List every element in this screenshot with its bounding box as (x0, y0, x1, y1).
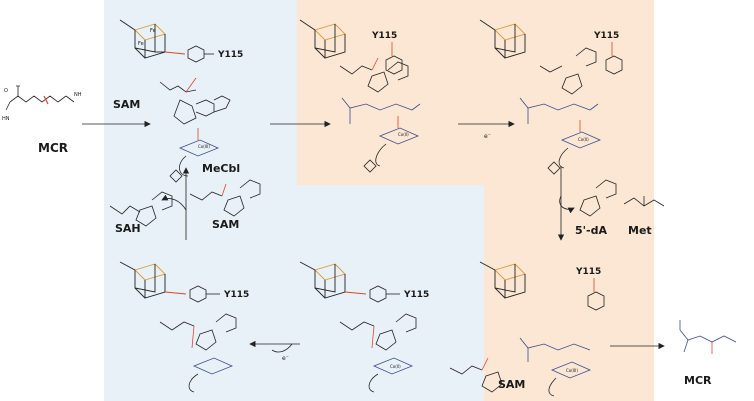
y115-label-6: Y115 (223, 290, 249, 300)
mcr-right-structure (679, 320, 737, 354)
fes-cluster-5 (299, 261, 367, 299)
mcr-left-atom-nh2: NH (74, 92, 82, 98)
fe-label-1b: Fe (138, 41, 144, 47)
met-label: Met (628, 224, 652, 237)
y115-label-3: Y115 (593, 31, 619, 41)
mcr-bound-structure-3 (519, 337, 591, 362)
sam-cbl-structure-1 (339, 313, 417, 393)
fes-cluster-1 (119, 19, 186, 59)
sam-structure-3 (449, 357, 503, 393)
y115-label-1: Y115 (217, 50, 243, 60)
orange-panel-bottom (484, 185, 654, 401)
cobalt-label-5: Co(II) (390, 364, 401, 369)
sam-cbl-structure-2 (159, 313, 237, 393)
mecbl-label: MeCbl (202, 162, 240, 175)
sam-label-3: SAM (498, 378, 525, 391)
fes-cluster-4 (479, 261, 526, 299)
tyrosine-ring-2 (385, 42, 403, 75)
sam-bound-structure-1 (339, 57, 409, 93)
mcr-left-atom-nh: HN (2, 116, 10, 122)
met-structure (623, 196, 665, 207)
cobalt-label-1: Co(III) (198, 144, 210, 149)
fes-cluster-3 (479, 19, 526, 59)
orange-panel-top (297, 0, 654, 185)
mcr-left-label: MCR (38, 141, 68, 155)
sam-structure-2 (189, 179, 261, 217)
electron-label-1: e⁻ (484, 133, 491, 140)
mcr-right-label: MCR (684, 374, 712, 387)
sam-label-1: SAM (113, 98, 140, 111)
arrow-curve-5da (559, 195, 575, 214)
fe-label-1a: Fe (150, 28, 156, 34)
cobalt-label-4: Co(III) (566, 368, 578, 373)
tyrosine-ring-4 (587, 278, 605, 311)
tyrosine-ring-5 (369, 285, 400, 303)
cobalamin-2 (547, 120, 602, 175)
sah-label: SAH (115, 222, 141, 235)
sam-structure-1 (159, 77, 231, 125)
cobalt-label-3: Co(II) (578, 137, 589, 142)
mcr-left-atom-o: O (4, 88, 8, 94)
mcr-bound-structure-1 (341, 97, 421, 124)
electron-label-2: e⁻ (282, 355, 289, 362)
mcr-bound-structure-2 (519, 97, 599, 124)
cobalamin-1 (363, 116, 420, 173)
mcr-left-structure (5, 85, 75, 111)
y115-label-2: Y115 (371, 31, 397, 41)
arrow-curve-sah (161, 194, 187, 211)
y115-label-5: Y115 (403, 290, 429, 300)
tyrosine-ring-6 (189, 285, 220, 303)
fes-cluster-6 (119, 261, 187, 299)
five-da-structure (579, 179, 617, 217)
tyrosine-ring-1 (187, 45, 214, 63)
sah-structure (109, 191, 173, 227)
y115-label-4: Y115 (575, 267, 601, 277)
five-da-label: 5'-dA (575, 224, 607, 237)
cobalt-label-2: Co(II) (398, 132, 409, 137)
fes-cluster-2 (299, 19, 346, 59)
sam-label-2: SAM (212, 218, 239, 231)
arrow-curve-electron (271, 343, 293, 353)
cobalamin-3 (548, 361, 592, 397)
tyrosine-ring-3 (605, 42, 623, 75)
radical-adenosyl-1 (539, 47, 597, 95)
